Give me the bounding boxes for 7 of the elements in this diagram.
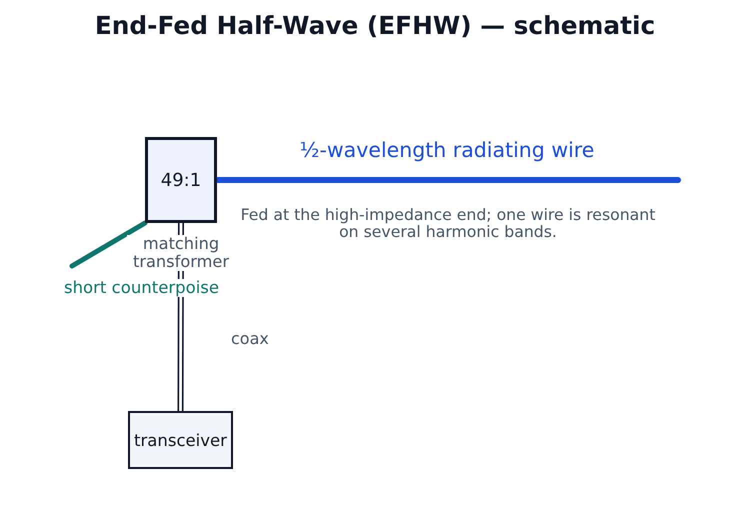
edge-label: short counterpoise: [64, 279, 220, 298]
transceiver-box: transceiver: [128, 411, 233, 469]
transformer-box: 49:1: [145, 137, 217, 223]
note-text: Fed at the high-impedance end; one wire is resonant on several harmonic bands.: [240, 206, 656, 241]
counterpoise-wire: [70, 220, 148, 268]
edge-label: ½-wavelength radiating wire: [300, 139, 594, 162]
diagram-title: End-Fed Half-Wave (EFHW) — schematic: [94, 12, 656, 40]
